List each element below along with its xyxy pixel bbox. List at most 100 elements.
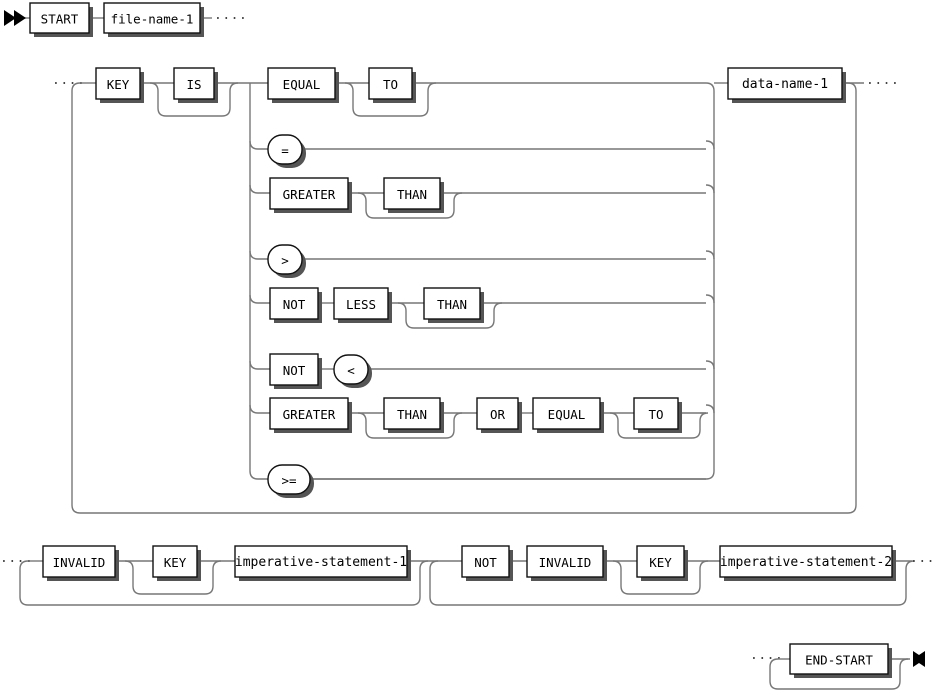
node-key-2[interactable]: KEY bbox=[152, 545, 201, 581]
node-end-start[interactable]: END-START bbox=[789, 643, 892, 678]
end-arrow-head-icon-2 bbox=[913, 651, 925, 667]
node-label: = bbox=[281, 143, 289, 158]
node-not-1[interactable]: NOT bbox=[269, 287, 322, 323]
node-frame[interactable] bbox=[29, 2, 90, 34]
node-greater-2[interactable]: GREATER bbox=[269, 397, 352, 433]
node-data-name-1[interactable]: data-name-1 bbox=[727, 67, 846, 103]
node-label: > bbox=[281, 253, 289, 268]
node-start[interactable]: START bbox=[29, 2, 93, 37]
node-frame[interactable] bbox=[152, 545, 198, 578]
node-frame[interactable] bbox=[269, 353, 319, 386]
node-than-3[interactable]: THAN bbox=[383, 397, 444, 433]
node-frame[interactable] bbox=[727, 67, 843, 100]
node-key-3[interactable]: KEY bbox=[636, 545, 688, 581]
node-not-3[interactable]: NOT bbox=[461, 545, 513, 581]
node-frame[interactable] bbox=[234, 545, 408, 578]
node-frame[interactable] bbox=[526, 545, 604, 578]
node-frame[interactable] bbox=[423, 287, 481, 320]
node-label: IS bbox=[186, 77, 201, 92]
node-frame[interactable] bbox=[333, 287, 389, 320]
rail-bypass-than-3 bbox=[357, 412, 463, 439]
node-label: NOT bbox=[283, 363, 306, 378]
rail-alternatives-left-spine bbox=[249, 83, 268, 480]
node-frame[interactable] bbox=[633, 397, 679, 430]
node-key[interactable]: KEY bbox=[95, 67, 144, 103]
node-invalid-2[interactable]: INVALID bbox=[526, 545, 607, 581]
node-label: GREATER bbox=[283, 407, 336, 422]
node-frame[interactable] bbox=[719, 545, 893, 578]
node-imp-stmt-2[interactable]: imperative-statement-2 bbox=[719, 545, 896, 581]
rail-branch-out bbox=[705, 294, 715, 304]
node-label: THAN bbox=[397, 407, 427, 422]
node-label: KEY bbox=[649, 555, 672, 570]
node-frame[interactable] bbox=[368, 67, 413, 100]
node-imp-stmt-1[interactable]: imperative-statement-1 bbox=[234, 545, 411, 581]
node-eq-sym[interactable]: = bbox=[267, 134, 306, 168]
node-frame[interactable] bbox=[267, 134, 303, 165]
node-lt-sym[interactable]: < bbox=[333, 354, 372, 388]
rail-branch-out bbox=[705, 140, 715, 150]
node-than-2[interactable]: THAN bbox=[423, 287, 484, 323]
rail-branch-in bbox=[249, 250, 268, 260]
node-label: START bbox=[41, 12, 79, 27]
node-frame[interactable] bbox=[383, 177, 441, 210]
node-file-name-1[interactable]: file-name-1 bbox=[103, 2, 204, 37]
node-or[interactable]: OR bbox=[476, 397, 522, 433]
rail-skip-end-start bbox=[769, 658, 909, 690]
node-to-1[interactable]: TO bbox=[368, 67, 416, 103]
rail-branch-in bbox=[249, 184, 270, 194]
rail-bypass-than-1 bbox=[357, 192, 463, 219]
node-label: imperative-statement-1 bbox=[235, 555, 407, 570]
node-frame[interactable] bbox=[383, 397, 441, 430]
rail-branch-out bbox=[705, 184, 715, 194]
node-frame[interactable] bbox=[269, 177, 349, 210]
node-invalid-1[interactable]: INVALID bbox=[42, 545, 119, 581]
node-label: INVALID bbox=[539, 555, 592, 570]
node-label: END-START bbox=[805, 653, 873, 668]
rail-skip-not-invalid-key-group bbox=[429, 560, 915, 606]
node-frame[interactable] bbox=[42, 545, 116, 578]
continuation-dots-left: ···· bbox=[750, 652, 783, 667]
node-frame[interactable] bbox=[636, 545, 685, 578]
node-greater-1[interactable]: GREATER bbox=[269, 177, 352, 213]
node-frame[interactable] bbox=[269, 397, 349, 430]
node-label: data-name-1 bbox=[742, 77, 828, 92]
node-equal-2[interactable]: EQUAL bbox=[532, 397, 604, 433]
rail-outer-loop-back bbox=[71, 82, 857, 514]
node-ge-sym[interactable]: >= bbox=[267, 464, 314, 498]
node-frame[interactable] bbox=[476, 397, 519, 430]
diagram-line-4: ···· bbox=[750, 651, 925, 690]
node-label: THAN bbox=[397, 187, 427, 202]
continuation-dots-right: ···· bbox=[866, 77, 899, 92]
node-frame[interactable] bbox=[333, 354, 369, 385]
node-label: KEY bbox=[107, 77, 130, 92]
node-label: LESS bbox=[346, 297, 376, 312]
node-frame[interactable] bbox=[173, 67, 215, 100]
node-frame[interactable] bbox=[267, 244, 303, 275]
node-frame[interactable] bbox=[789, 643, 889, 675]
node-frame[interactable] bbox=[103, 2, 201, 34]
node-not-2[interactable]: NOT bbox=[269, 353, 322, 389]
node-than-1[interactable]: THAN bbox=[383, 177, 444, 213]
node-label: GREATER bbox=[283, 187, 336, 202]
rail-bypass-to-2 bbox=[609, 412, 709, 439]
node-is[interactable]: IS bbox=[173, 67, 218, 103]
node-frame[interactable] bbox=[461, 545, 510, 578]
continuation-dots-left: ···· bbox=[52, 77, 85, 92]
node-frame[interactable] bbox=[267, 464, 311, 495]
node-equal-1[interactable]: EQUAL bbox=[267, 67, 339, 103]
node-frame[interactable] bbox=[95, 67, 141, 100]
rail-branch-out bbox=[705, 250, 715, 260]
node-frame[interactable] bbox=[267, 67, 336, 100]
node-gt-sym[interactable]: > bbox=[267, 244, 306, 278]
node-label: file-name-1 bbox=[111, 12, 194, 27]
continuation-dots-right: ···· bbox=[910, 555, 932, 570]
node-frame[interactable] bbox=[269, 287, 319, 320]
rail-branch-in bbox=[249, 140, 268, 150]
node-less[interactable]: LESS bbox=[333, 287, 392, 323]
node-to-2[interactable]: TO bbox=[633, 397, 682, 433]
rail-bypass-key-2 bbox=[612, 560, 709, 595]
node-label: EQUAL bbox=[283, 77, 321, 92]
node-frame[interactable] bbox=[532, 397, 601, 430]
node-label: OR bbox=[490, 407, 506, 422]
